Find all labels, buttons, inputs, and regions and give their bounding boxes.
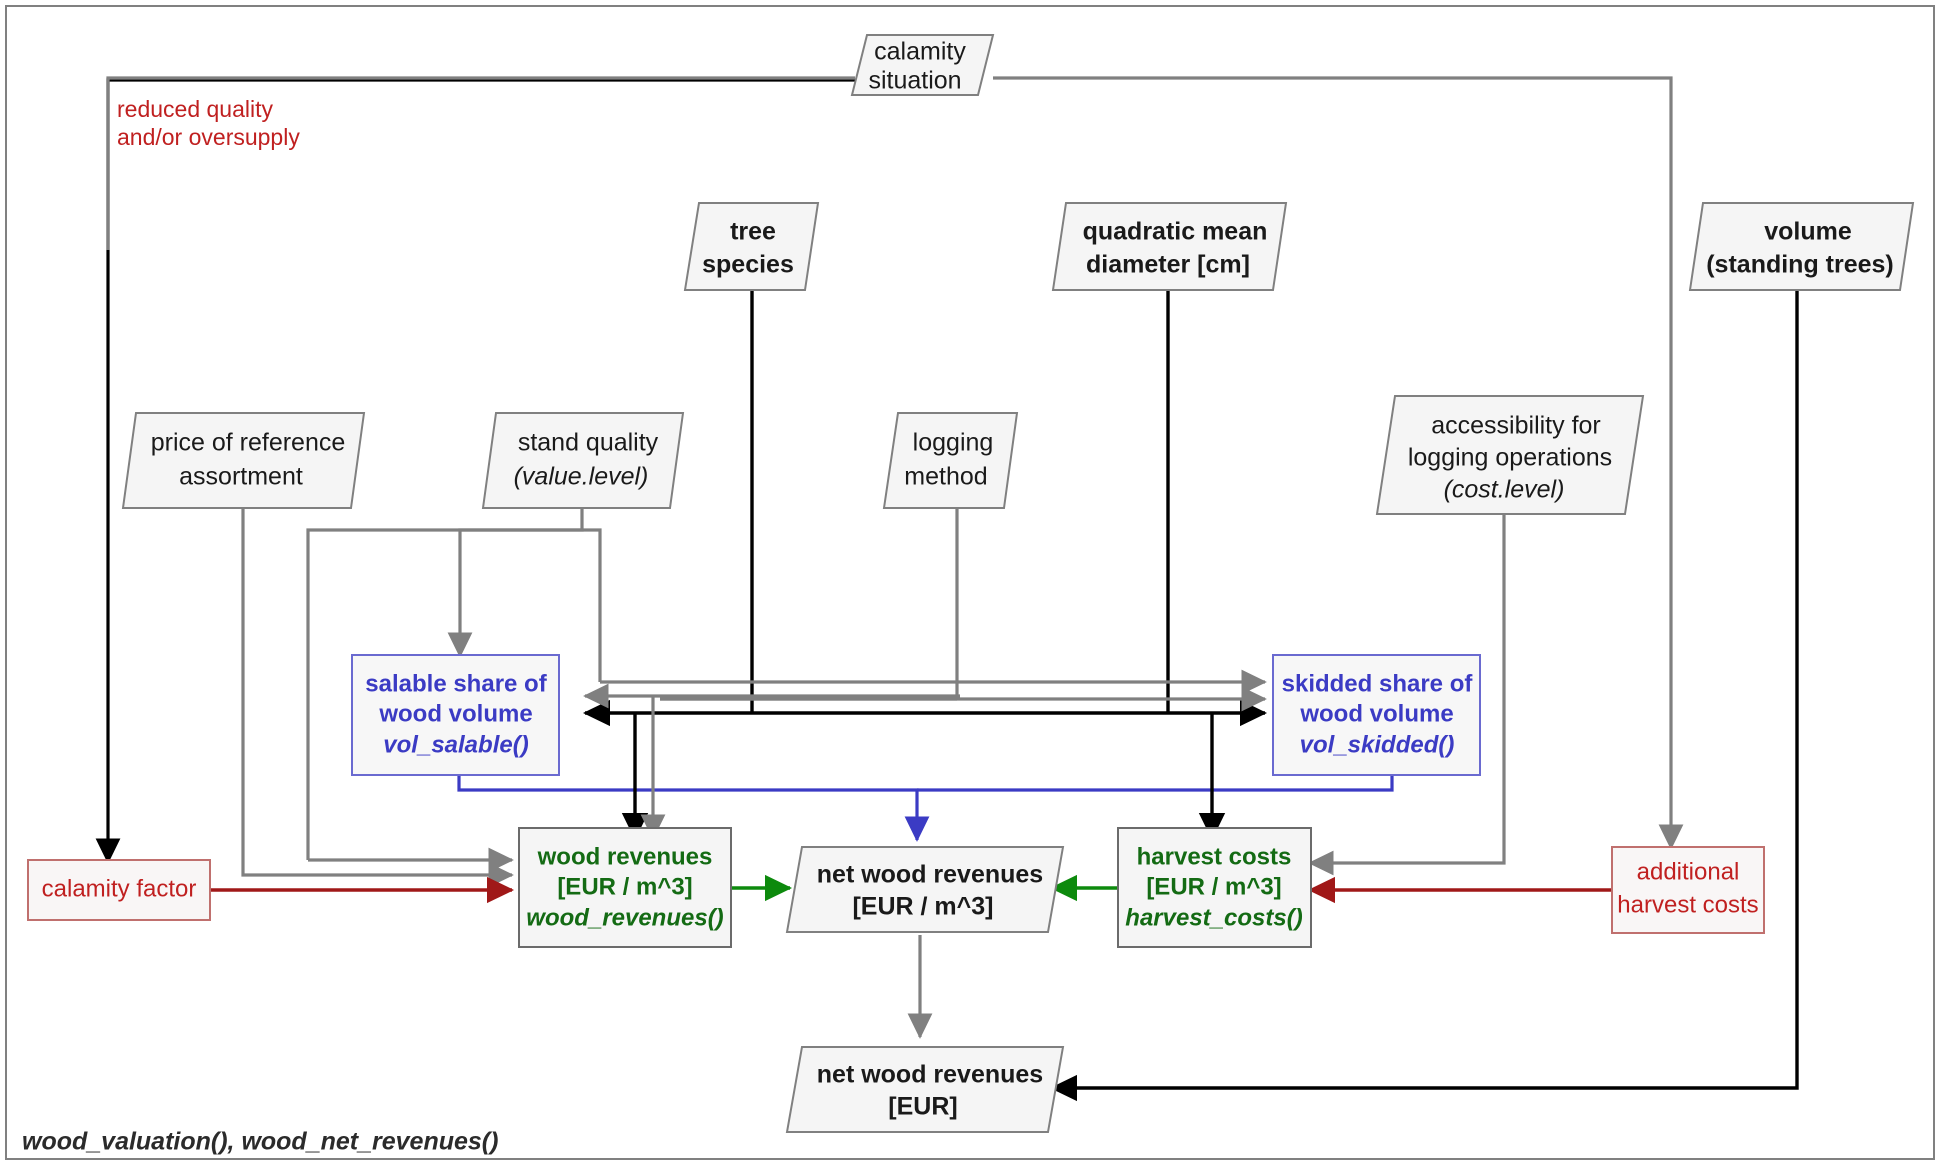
harvest-costs-line3: harvest_costs() <box>1125 904 1302 931</box>
node-volume-standing-trees[interactable]: volume (standing trees) <box>1688 202 1915 291</box>
node-vol-salable[interactable]: salable share of wood volume vol_salable… <box>351 654 560 776</box>
node-wood-revenues[interactable]: wood revenues [EUR / m^3] wood_revenues(… <box>518 827 732 948</box>
volume-line2: (standing trees) <box>1706 251 1894 279</box>
wood-revenues-line3: wood_revenues() <box>526 904 723 931</box>
edge-calamity-situation-to-additional-harvest-costs <box>993 76 1684 850</box>
edge-price-ref-assortment-trunk <box>241 508 514 888</box>
stand-quality-line1: stand quality <box>518 429 659 457</box>
node-accessibility[interactable]: accessibility for logging operations (co… <box>1375 395 1645 515</box>
annotation-reduced-quality-note: reduced quality and/or oversupply <box>117 96 300 150</box>
vol-skidded-line2: wood volume <box>1299 700 1453 727</box>
edge-stand-quality-branch-right <box>582 528 602 682</box>
accessibility-line1: accessibility for <box>1431 412 1601 440</box>
node-calamity-situation[interactable]: calamity situation <box>850 34 995 96</box>
calamity-situation-line2: situation <box>868 67 961 95</box>
net-wood-revenues-eur-line2: [EUR] <box>888 1093 957 1121</box>
node-price-reference-assortment[interactable]: price of reference assortment <box>121 412 366 509</box>
outer-frame <box>5 5 1935 1160</box>
accessibility-line3: (cost.level) <box>1444 476 1565 504</box>
node-tree-species[interactable]: tree species <box>683 202 820 291</box>
additional-harvest-costs-line2: harvest costs <box>1617 891 1758 918</box>
node-harvest-costs[interactable]: harvest costs [EUR / m^3] harvest_costs(… <box>1117 827 1312 948</box>
logging-method-line2: method <box>904 463 987 491</box>
harvest-costs-line2: [EUR / m^3] <box>1146 873 1281 900</box>
qmd-line2: diameter [cm] <box>1086 251 1250 279</box>
net-wood-revenues-m3-line2: [EUR / m^3] <box>852 893 993 921</box>
vol-skidded-line1: skidded share of <box>1282 670 1474 697</box>
node-net-wood-revenues-eur[interactable]: net wood revenues [EUR] <box>785 1046 1065 1133</box>
annotation-note-line1: reduced quality <box>117 96 273 122</box>
edge-volume-standing-trees-to-net-wood-revenues-eur <box>1049 290 1799 1102</box>
node-net-wood-revenues-m3[interactable]: net wood revenues [EUR / m^3] <box>785 846 1065 933</box>
edge-stand-quality-to-vol-salable-drop <box>447 528 582 658</box>
edge-vol-salable-to-net-wood-revenues <box>457 775 930 842</box>
calamity-factor-label: calamity factor <box>42 875 197 902</box>
stand-quality-line2: (value.level) <box>514 463 649 491</box>
annotation-note-line2: and/or oversupply <box>117 124 300 150</box>
harvest-costs-line1: harvest costs <box>1137 843 1292 870</box>
node-logging-method[interactable]: logging method <box>882 412 1019 509</box>
edge-calamity-situation-frame-gray <box>106 76 855 250</box>
price-ref-line1: price of reference <box>151 429 346 457</box>
tree-species-line1: tree <box>730 218 776 246</box>
qmd-line1: quadratic mean <box>1083 218 1268 246</box>
net-wood-revenues-eur-line1: net wood revenues <box>817 1061 1043 1089</box>
vol-salable-line1: salable share of <box>365 670 547 697</box>
edge-layer <box>95 76 1799 1102</box>
edge-accessibility-to-harvest-costs <box>1308 514 1506 876</box>
additional-harvest-costs-line1: additional <box>1637 858 1740 885</box>
node-stand-quality[interactable]: stand quality (value.level) <box>481 412 685 509</box>
node-quadratic-mean-diameter[interactable]: quadratic mean diameter [cm] <box>1051 202 1288 291</box>
net-wood-revenues-m3-line1: net wood revenues <box>817 861 1043 889</box>
footnote-functions: wood_valuation(), wood_net_revenues() <box>22 1128 498 1156</box>
vol-salable-line3: vol_salable() <box>383 731 528 758</box>
node-additional-harvest-costs[interactable]: additional harvest costs <box>1611 846 1765 934</box>
edge-stand-quality-trunk <box>306 508 584 860</box>
calamity-situation-line1: calamity <box>874 38 966 66</box>
price-ref-line2: assortment <box>179 463 303 491</box>
vol-salable-line2: wood volume <box>378 700 532 727</box>
node-calamity-factor[interactable]: calamity factor <box>27 859 211 921</box>
accessibility-line2: logging operations <box>1408 444 1612 472</box>
node-vol-skidded[interactable]: skidded share of wood volume vol_skidded… <box>1272 654 1481 776</box>
vol-skidded-line3: vol_skidded() <box>1300 731 1455 758</box>
volume-line1: volume <box>1764 218 1852 246</box>
wood-revenues-line2: [EUR / m^3] <box>557 873 692 900</box>
logging-method-line1: logging <box>913 429 994 457</box>
tree-species-line2: species <box>702 251 794 279</box>
edge-vol-skidded-to-net-wood-revenues <box>917 775 1394 792</box>
wood-revenues-line1: wood revenues <box>537 843 713 870</box>
